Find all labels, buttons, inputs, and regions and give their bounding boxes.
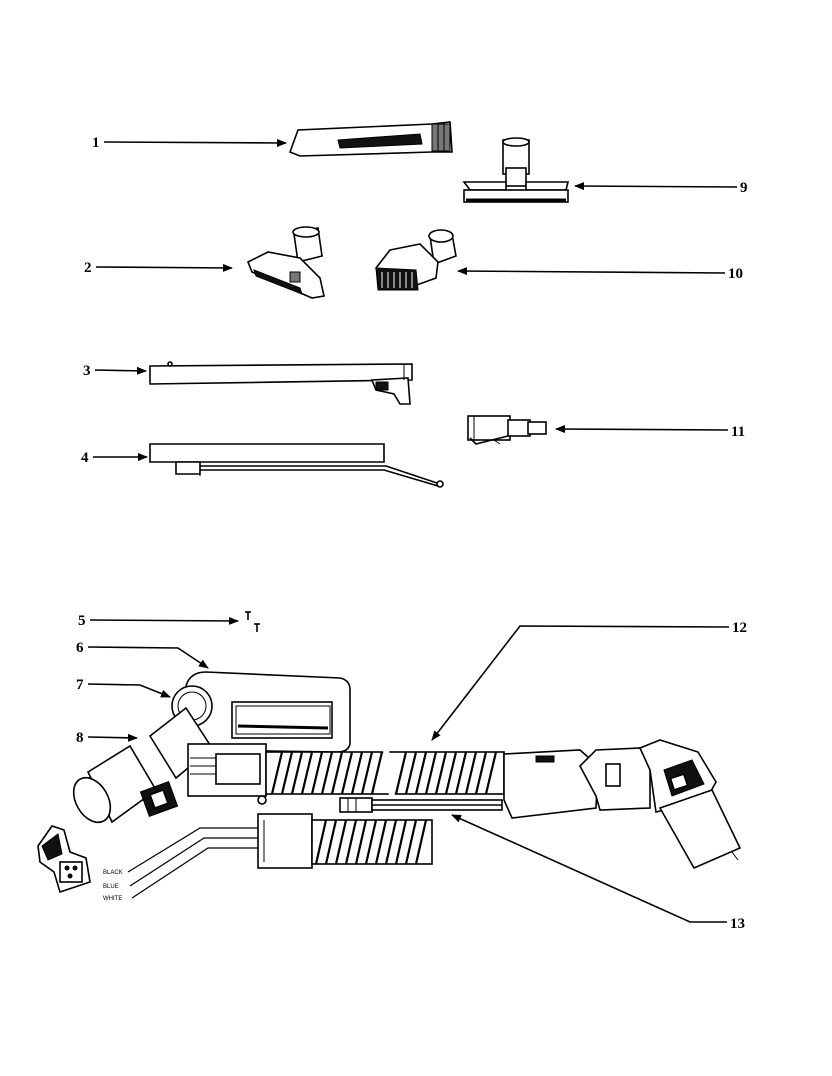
- switch-cover: [37, 825, 91, 894]
- callout-3: 3: [83, 363, 91, 379]
- wire-label-white: WHITE: [103, 896, 122, 902]
- cord-and-lower-hose: [127, 797, 503, 899]
- callout-10: 10: [728, 266, 743, 282]
- callout-7: 7: [76, 677, 84, 693]
- wire-label-black: BLACK: [103, 870, 123, 876]
- callout-11: 11: [731, 424, 745, 440]
- callout-13: 13: [730, 916, 745, 932]
- callout-2: 2: [84, 260, 92, 276]
- leader-lines: [87, 138, 738, 923]
- adapter-coupling: [467, 415, 547, 445]
- screws: [245, 611, 260, 632]
- dusting-brush: [375, 229, 457, 291]
- hose-assembly: [72, 671, 742, 870]
- crevice-tool: [288, 121, 453, 157]
- callout-1: 1: [92, 135, 100, 151]
- wand-upper: [149, 361, 413, 405]
- callout-9: 9: [740, 180, 748, 196]
- callout-12: 12: [732, 620, 747, 636]
- wand-lower: [149, 443, 444, 488]
- callout-8: 8: [76, 730, 84, 746]
- callout-5: 5: [78, 613, 86, 629]
- callout-6: 6: [76, 640, 84, 656]
- wire-label-blue: BLUE: [103, 884, 119, 890]
- floor-tool: [462, 137, 570, 203]
- callout-4: 4: [81, 450, 89, 466]
- upholstery-nozzle: [246, 226, 325, 299]
